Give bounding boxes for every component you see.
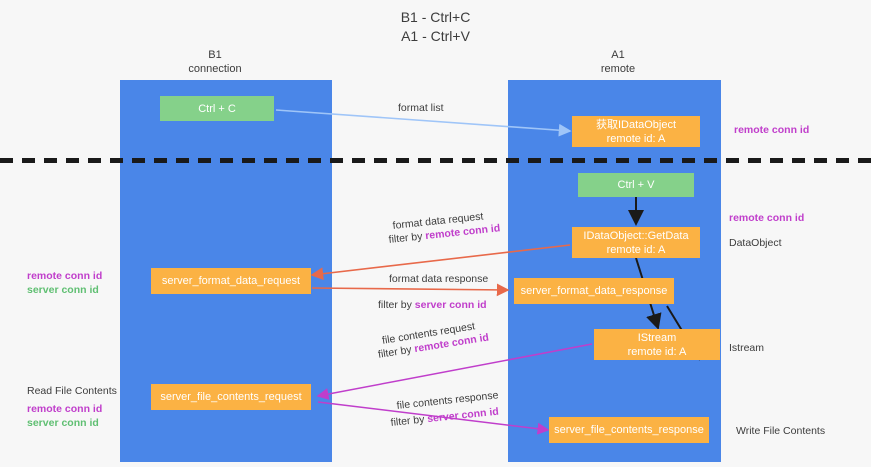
edge-format-data-response	[311, 283, 510, 297]
node-idataobject-getdata-line2: remote id: A	[606, 243, 666, 256]
node-server-format-data-request[interactable]: server_format_data_request	[151, 268, 311, 294]
right-label-remote-conn-id-mid: remote conn id	[729, 212, 805, 224]
node-idataobject-getdata-line1: IDataObject::GetData	[583, 229, 689, 242]
node-server-file-contents-response-label: server_file_contents_response	[554, 424, 704, 436]
edge-label-file-contents-response-prefix: filter by	[390, 413, 428, 429]
node-get-idataobject[interactable]: 获取IDataObject remote id: A	[572, 116, 700, 147]
left-label-server-conn-id-1: server conn id	[27, 284, 99, 296]
left-label-read-file-contents: Read File Contents	[27, 385, 117, 397]
edge-label-format-data-request-prefix: filter by	[388, 230, 426, 246]
lane-header-b1-title: B1	[208, 49, 222, 61]
node-server-file-contents-response[interactable]: server_file_contents_response	[549, 417, 709, 443]
left-label-remote-conn-id-1: remote conn id	[27, 270, 103, 282]
node-idataobject-getdata[interactable]: IDataObject::GetData remote id: A	[572, 227, 700, 258]
edge-label-format-data-response-line2: filter by server conn id	[378, 298, 487, 312]
edge-label-format-list: format list	[398, 102, 444, 114]
right-label-remote-conn-id-top: remote conn id	[734, 124, 810, 136]
right-label-dataobject: DataObject	[729, 237, 782, 249]
lane-header-a1-title: A1	[611, 49, 625, 61]
node-istream-line2: remote id: A	[627, 345, 687, 358]
node-ctrl-c[interactable]: Ctrl + C	[160, 96, 274, 121]
lane-header-a1-subtitle: remote	[600, 63, 636, 75]
node-ctrl-v[interactable]: Ctrl + V	[578, 173, 694, 197]
node-server-file-contents-request-label: server_file_contents_request	[160, 391, 302, 403]
edge-label-format-data-response-prefix: filter by	[378, 299, 415, 311]
left-label-remote-conn-id-2: remote conn id	[27, 403, 103, 415]
node-get-idataobject-line1: 获取IDataObject	[595, 118, 677, 131]
edge-label-format-data-response-line1: format data response	[389, 273, 489, 285]
node-get-idataobject-line2: remote id: A	[606, 132, 666, 145]
node-server-format-data-request-label: server_format_data_request	[161, 275, 301, 287]
diagram-title-line1: B1 - Ctrl+C	[400, 9, 471, 25]
right-label-istream: Istream	[729, 342, 765, 354]
lane-header-b1-subtitle: connection	[188, 63, 242, 75]
left-label-server-conn-id-2: server conn id	[27, 417, 99, 429]
node-ctrl-v-label: Ctrl + V	[617, 179, 655, 191]
node-istream[interactable]: IStream remote id: A	[594, 329, 720, 360]
right-label-write-file-contents: Write File Contents	[736, 425, 826, 437]
node-istream-line1: IStream	[637, 331, 677, 344]
edge-label-format-data-response-highlight: server conn id	[414, 299, 487, 311]
diagram-title-line2: A1 - Ctrl+V	[401, 28, 470, 44]
node-ctrl-c-label: Ctrl + C	[198, 102, 236, 115]
node-server-format-data-response[interactable]: server_format_data_response	[514, 278, 674, 304]
node-server-format-data-response-label: server_format_data_response	[520, 285, 668, 297]
node-server-file-contents-request[interactable]: server_file_contents_request	[151, 384, 311, 410]
